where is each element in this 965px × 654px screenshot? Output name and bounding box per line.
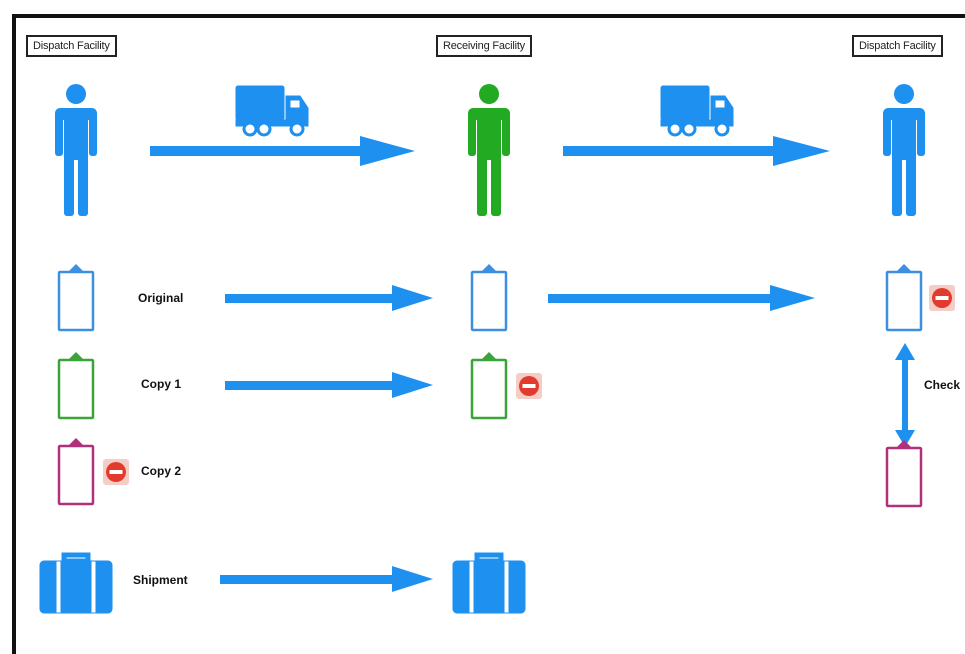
clipboard-icon — [470, 352, 508, 420]
row-label-copy1: Copy 1 — [141, 377, 182, 391]
arrow-right-icon — [150, 136, 415, 166]
person-icon — [55, 84, 97, 216]
no-entry-icon — [103, 459, 129, 485]
person-icon — [883, 84, 925, 216]
no-entry-icon — [929, 285, 955, 311]
facility-label-middle: Receiving Facility — [436, 35, 532, 57]
arrow-right-icon — [548, 285, 815, 311]
suitcase-icon — [453, 555, 525, 613]
no-entry-icon — [516, 373, 542, 399]
facility-label-left: Dispatch Facility — [26, 35, 117, 57]
truck-icon — [659, 84, 735, 137]
clipboard-icon — [57, 438, 95, 506]
clipboard-icon — [885, 264, 923, 332]
arrow-right-icon — [225, 285, 433, 311]
person-icon — [468, 84, 510, 216]
check-label: Check — [924, 378, 961, 392]
diagram-frame — [12, 14, 965, 654]
clipboard-icon — [57, 352, 95, 420]
row-label-copy2: Copy 2 — [141, 464, 182, 478]
truck-icon — [234, 84, 310, 137]
diagram-canvas — [0, 84, 955, 636]
suitcase-icon — [40, 555, 112, 613]
row-label-original: Original — [138, 291, 184, 305]
double-arrow-icon — [895, 343, 915, 447]
row-label-shipment: Shipment — [133, 573, 188, 587]
facility-label-right: Dispatch Facility — [852, 35, 943, 57]
arrow-right-icon — [563, 136, 830, 166]
clipboard-icon — [470, 264, 508, 332]
clipboard-icon — [57, 264, 95, 332]
clipboard-icon — [885, 440, 923, 508]
arrow-right-icon — [220, 566, 433, 592]
arrow-right-icon — [225, 372, 433, 398]
